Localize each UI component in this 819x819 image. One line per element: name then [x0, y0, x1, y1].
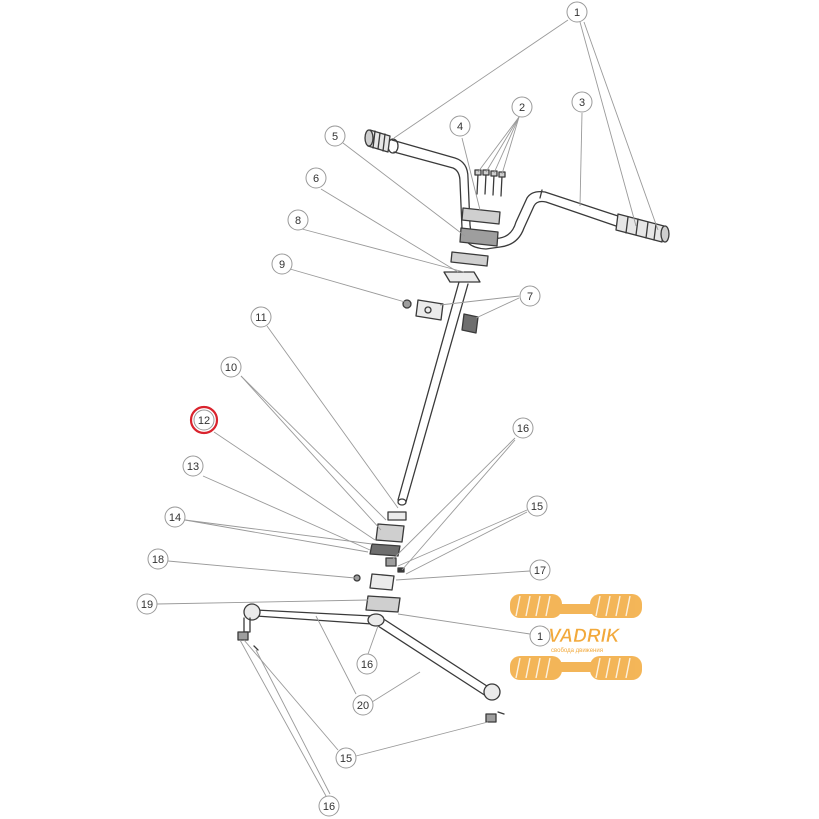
- shaft-bracket: [402, 299, 444, 321]
- callout-5: 5: [324, 125, 346, 147]
- callout-15-lower: 15: [335, 747, 357, 769]
- steering-shaft: [397, 281, 469, 506]
- tie-rods: [255, 609, 491, 697]
- right-grip: [615, 213, 670, 243]
- callout-label: 15: [340, 753, 352, 765]
- callout-4: 4: [449, 115, 471, 137]
- callout-label: 1: [574, 7, 580, 19]
- callouts: 1 2 3 4 5 6 7 8: [136, 1, 593, 817]
- callout-6: 6: [305, 167, 327, 189]
- callout-20: 20: [352, 694, 374, 716]
- bearing-stack: [369, 511, 407, 573]
- callout-label: 9: [279, 259, 285, 271]
- callout-1-lower: 1: [529, 625, 551, 647]
- callout-7: 7: [519, 285, 541, 307]
- callout-16-lower: 16: [318, 795, 340, 817]
- highlight-ring: [189, 405, 219, 435]
- callout-12-highlighted: 12: [189, 405, 219, 435]
- callout-label: 8: [295, 215, 301, 227]
- lower-clamp: [459, 227, 499, 247]
- callout-label: 11: [255, 312, 266, 324]
- handlebar: [387, 138, 619, 250]
- callout-19: 19: [136, 593, 158, 615]
- left-tie-rod-end: [237, 603, 261, 651]
- pivot-mount: [353, 573, 401, 613]
- left-grip: [364, 129, 391, 153]
- callout-label: 16: [361, 659, 373, 671]
- callout-16-upper: 16: [512, 417, 534, 439]
- kvadrik-watermark: KVADRIK свобода движения: [510, 594, 642, 680]
- shaft-bushing: [461, 313, 479, 334]
- callout-label: 7: [527, 291, 533, 303]
- watermark-brand: KVADRIK: [534, 626, 620, 647]
- clamp-block: [450, 251, 489, 267]
- watermark-tagline: свобода движения: [551, 648, 603, 654]
- callout-label: 4: [457, 121, 463, 133]
- callout-label: 12: [198, 415, 210, 427]
- callout-17: 17: [529, 559, 551, 581]
- callout-2: 2: [511, 96, 533, 118]
- callout-16-middle: 16: [356, 653, 378, 675]
- upper-clamp: [461, 207, 501, 225]
- callout-8: 8: [287, 209, 309, 231]
- callout-label: 15: [531, 501, 543, 513]
- clamp-bolts: [474, 169, 506, 197]
- callout-label: 18: [152, 554, 164, 566]
- parts-drawing: [237, 129, 670, 723]
- callout-10: 10: [220, 356, 242, 378]
- callout-label: 14: [169, 512, 181, 524]
- leader-lines: [156, 19, 659, 797]
- callout-1: 1: [566, 1, 588, 23]
- callout-label: 10: [225, 362, 237, 374]
- stem-plate: [443, 271, 481, 283]
- callout-15-upper: 15: [526, 495, 548, 517]
- callout-label: 6: [313, 173, 319, 185]
- callout-13: 13: [182, 455, 204, 477]
- callout-11: 11: [250, 306, 272, 328]
- right-tie-rod-end: [483, 683, 505, 723]
- callout-14: 14: [164, 506, 186, 528]
- callout-label: 5: [332, 131, 338, 143]
- callout-label: 17: [534, 565, 546, 577]
- callout-3: 3: [571, 91, 593, 113]
- callout-label: 20: [357, 700, 369, 712]
- callout-label: 3: [579, 97, 585, 109]
- callout-18: 18: [147, 548, 169, 570]
- callout-label: 13: [187, 461, 199, 473]
- callout-label: 1: [537, 631, 543, 643]
- callout-label: 16: [323, 801, 335, 813]
- callout-label: 19: [141, 599, 153, 611]
- callout-label: 2: [519, 102, 525, 114]
- callout-9: 9: [271, 253, 293, 275]
- callout-label: 16: [517, 423, 529, 435]
